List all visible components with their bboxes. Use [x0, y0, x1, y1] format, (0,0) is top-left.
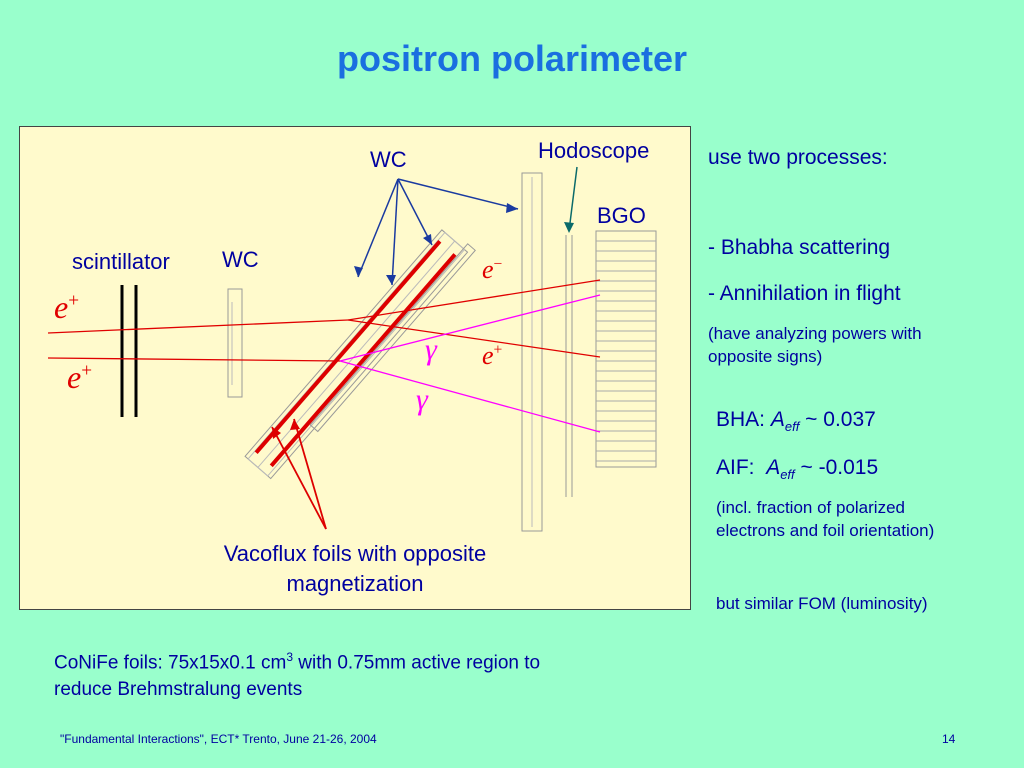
- hodoscope: [521, 172, 543, 532]
- label-wc-left: WC: [222, 247, 259, 272]
- vacoflux-foil-2: [269, 253, 457, 468]
- foil-assembly: [244, 229, 469, 480]
- foil-caption: Vacoflux foils with opposite magnetizati…: [223, 541, 487, 596]
- vacoflux-foil-1: [254, 240, 442, 454]
- page-number: 14: [942, 732, 956, 746]
- process-annihilation: - Annihilation in flight: [708, 282, 901, 305]
- wire-chamber-rear: [309, 243, 476, 433]
- symbol-e-plus-1: e+: [54, 289, 80, 325]
- symbol-e-plus-scattered: e+: [482, 341, 503, 370]
- polarimeter-diagram: WC WC Hodoscope BGO scintillator e+ e+ e…: [19, 126, 691, 610]
- polarization-note: (incl. fraction of polarized electrons a…: [716, 498, 935, 540]
- symbol-gamma-2: γ: [416, 383, 428, 416]
- wire-chamber-left: [227, 288, 243, 398]
- intro-text: use two processes:: [708, 146, 888, 169]
- fom-note: but similar FOM (luminosity): [716, 594, 928, 613]
- track-gamma-1: [339, 294, 601, 362]
- diagram-drawing: [47, 166, 657, 532]
- page-title: positron polarimeter: [336, 38, 688, 79]
- conife-note: CoNiFe foils: 75x15x0.1 cm3 with 0.75mm …: [54, 650, 541, 701]
- track-gamma-2: [339, 360, 601, 433]
- track-e-plus-scattered: [347, 319, 601, 358]
- symbol-gamma-1: γ: [425, 333, 437, 366]
- symbol-e-plus-2: e+: [67, 359, 93, 395]
- bgo-calorimeter: [595, 230, 657, 468]
- label-bgo: BGO: [597, 203, 646, 228]
- beam-e-plus-lower: [47, 357, 341, 362]
- analyzing-power-note: (have analyzing powers with opposite sig…: [708, 324, 922, 366]
- footer-citation: "Fundamental Interactions", ECT* Trento,…: [60, 732, 377, 746]
- label-scintillator: scintillator: [72, 249, 170, 274]
- symbol-e-minus: e−: [482, 255, 503, 284]
- process-bhabha: - Bhabha scattering: [708, 236, 891, 259]
- label-hodoscope: Hodoscope: [538, 138, 650, 163]
- aif-value: AIF: Aeff ~ -0.015: [716, 456, 879, 483]
- bha-value: BHA: Aeff ~ 0.037: [716, 408, 876, 435]
- track-e-minus: [347, 279, 601, 321]
- label-wc-top: WC: [370, 147, 407, 172]
- beam-e-plus-upper: [47, 319, 349, 334]
